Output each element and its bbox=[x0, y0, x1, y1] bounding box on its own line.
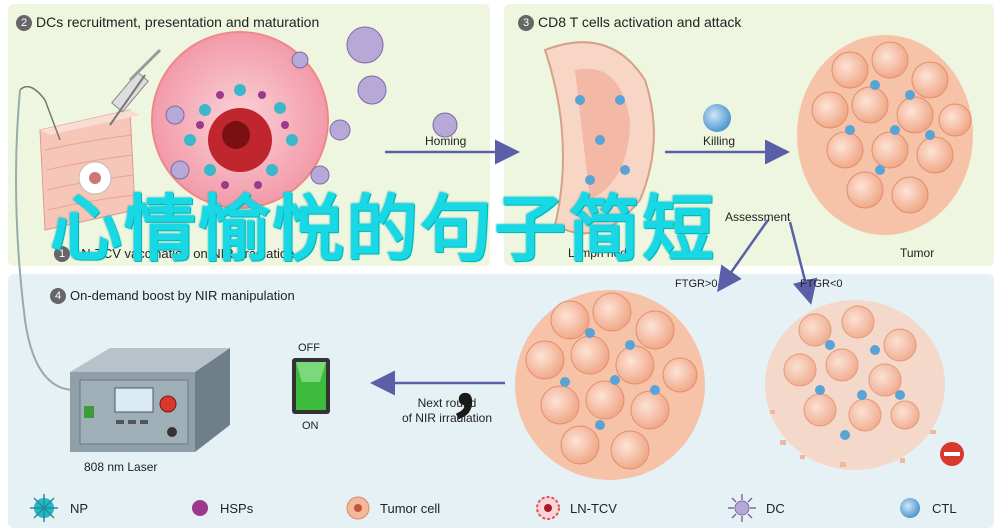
step-number-4: 4 bbox=[50, 288, 66, 304]
step-number-2: 2 bbox=[16, 15, 32, 31]
next-round-label-1: Next round bbox=[417, 396, 477, 410]
legend-ln-tcv: LN-TCV bbox=[562, 496, 617, 520]
assessment-label: Assessment bbox=[725, 210, 791, 224]
legend-dc-label: DC bbox=[766, 500, 785, 516]
laser-label: 808 nm Laser bbox=[84, 460, 158, 474]
tumor-cell-icon bbox=[346, 496, 370, 520]
legend-tumor-cell-label: Tumor cell bbox=[380, 500, 441, 516]
lymph-node-label: Lymph node bbox=[568, 246, 634, 260]
on-label: ON bbox=[302, 420, 319, 432]
legend-ctl-label: CTL bbox=[932, 500, 957, 516]
ftgr-positive-label: FTGR>0 bbox=[675, 278, 718, 290]
overlay-headline: 心情愉悦的句子简短 bbox=[50, 187, 717, 271]
step-number-1: 1 bbox=[54, 246, 70, 262]
minus-icon bbox=[940, 442, 964, 466]
panel-1-title: 1 LN-TCV vaccination on NIR irradiation bbox=[54, 246, 294, 262]
legend-hsps-label: HSPs bbox=[220, 500, 254, 516]
hsps-icon bbox=[192, 500, 208, 516]
legend-ln-tcv-label: LN-TCV bbox=[570, 500, 617, 516]
overlay-comma: ， bbox=[448, 347, 518, 425]
ln-tcv-icon bbox=[536, 496, 560, 520]
panel-4-title: 4 On-demand boost by NIR manipulation bbox=[50, 288, 295, 304]
legend-np: NP bbox=[62, 496, 88, 520]
ctl-cell bbox=[703, 104, 731, 132]
ctl-icon bbox=[900, 498, 920, 518]
legend-tumor-cell: Tumor cell bbox=[372, 496, 440, 520]
legend-hsps: HSPs bbox=[212, 496, 253, 520]
tumor-mass bbox=[797, 35, 973, 235]
ftgr-negative-arrow bbox=[788, 221, 818, 305]
ftgr-positive-arrow bbox=[717, 219, 770, 293]
dc-icon bbox=[728, 494, 756, 522]
on-off-switch bbox=[292, 358, 330, 414]
np-icon bbox=[30, 494, 58, 522]
tumor-label: Tumor bbox=[900, 246, 935, 260]
regressing-tumor bbox=[765, 300, 945, 470]
legend-np-label: NP bbox=[70, 500, 89, 516]
ftgr-negative-label: FTGR<0 bbox=[800, 278, 843, 290]
panel-4-title-text: On-demand boost by NIR manipulation bbox=[70, 288, 295, 303]
laser-device bbox=[70, 348, 230, 452]
homing-label: Homing bbox=[425, 134, 467, 148]
laser-cable bbox=[15, 89, 76, 391]
panel-3-title-text: CD8 T cells activation and attack bbox=[538, 14, 742, 30]
growing-tumor bbox=[515, 290, 705, 480]
legend-dc: DC bbox=[758, 496, 785, 520]
legend-ctl: CTL bbox=[924, 496, 957, 520]
panel-2-title-text: DCs recruitment, presentation and matura… bbox=[36, 14, 320, 30]
panel-1-title-text: LN-TCV vaccination on NIR irradiation bbox=[74, 246, 295, 261]
step-number-3: 3 bbox=[518, 15, 534, 31]
killing-label: Killing bbox=[703, 134, 736, 148]
syringe-icon bbox=[109, 48, 162, 126]
ln-tcv-particle bbox=[151, 31, 329, 209]
laser-fiber bbox=[19, 85, 61, 141]
next-round-label-2: of NIR irradiation bbox=[401, 411, 493, 425]
off-label: OFF bbox=[298, 342, 320, 354]
lymph-node bbox=[543, 41, 655, 235]
